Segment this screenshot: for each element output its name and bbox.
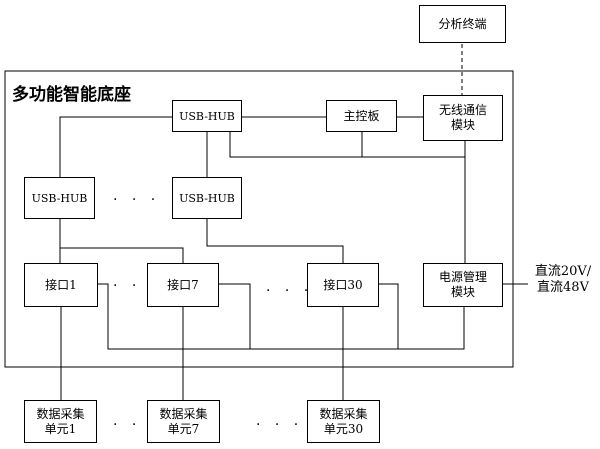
data-unit-7-line1: 数据采集 — [159, 406, 208, 421]
port-30-label: 接口30 — [323, 277, 363, 292]
usb-hub-top-box: USB-HUB — [172, 100, 242, 132]
power-input-label: 直流20V/ 直流48V — [530, 264, 596, 296]
data-unit-1-line2: 单元1 — [44, 421, 77, 436]
analysis-terminal-box: 分析终端 — [419, 5, 506, 43]
usb-hub-top-label: USB-HUB — [179, 109, 235, 123]
power-management-box: 电源管理 模块 — [423, 263, 503, 307]
ellipsis-ports-left: · · · — [113, 278, 161, 294]
mid-hub-to-port30-line — [206, 219, 344, 263]
ellipsis-ports-right: · · · — [266, 283, 314, 299]
port7-power-line — [219, 283, 251, 349]
usb-hub-left-label: USB-HUB — [31, 191, 88, 205]
analysis-terminal-label: 分析终端 — [438, 16, 487, 31]
data-unit-30-line2: 单元30 — [323, 421, 364, 436]
port30-power-line — [379, 283, 399, 349]
main-board-label: 主控板 — [343, 108, 380, 123]
port-7-label: 接口7 — [167, 277, 199, 292]
port-1-box: 接口1 — [24, 263, 98, 307]
left-hub-to-port7-line — [60, 247, 184, 263]
wireless-label-line1: 无线通信 — [438, 103, 487, 117]
power-management-line1: 电源管理 — [438, 270, 487, 284]
data-unit-1-box: 数据采集 单元1 — [24, 400, 97, 443]
data-unit-1-line1: 数据采集 — [36, 406, 85, 421]
port-30-box: 接口30 — [307, 263, 379, 307]
usb-hub-left-box: USB-HUB — [24, 177, 95, 219]
usb-hub-mid-box: USB-HUB — [172, 177, 242, 219]
ellipsis-units-right: · · · — [256, 417, 304, 433]
power-input-line1: 直流20V/ — [534, 264, 592, 279]
data-unit-30-box: 数据采集 单元30 — [307, 400, 380, 443]
data-unit-7-line2: 单元7 — [167, 421, 200, 436]
power-management-line2: 模块 — [450, 285, 475, 299]
base-frame — [4, 70, 514, 368]
power-bus-line — [98, 283, 465, 350]
data-unit-30-line1: 数据采集 — [319, 406, 368, 421]
usb-hub-mid-label: USB-HUB — [179, 191, 235, 205]
port-7-box: 接口7 — [147, 263, 219, 307]
hub-to-left-hub-line — [59, 116, 172, 177]
power-input-line2: 直流48V — [537, 280, 589, 295]
main-board-box: 主控板 — [326, 100, 397, 132]
ellipsis-units-left: · · · — [113, 417, 161, 433]
ellipsis-hubs: · · · — [113, 192, 161, 208]
base-title: 多功能智能底座 — [12, 85, 131, 105]
data-unit-7-box: 数据采集 单元7 — [147, 400, 220, 443]
port-1-label: 接口1 — [45, 277, 77, 292]
wireless-module-box: 无线通信 模块 — [423, 95, 503, 141]
wireless-label-line2: 模块 — [450, 118, 475, 132]
top-bus-line — [229, 132, 466, 158]
